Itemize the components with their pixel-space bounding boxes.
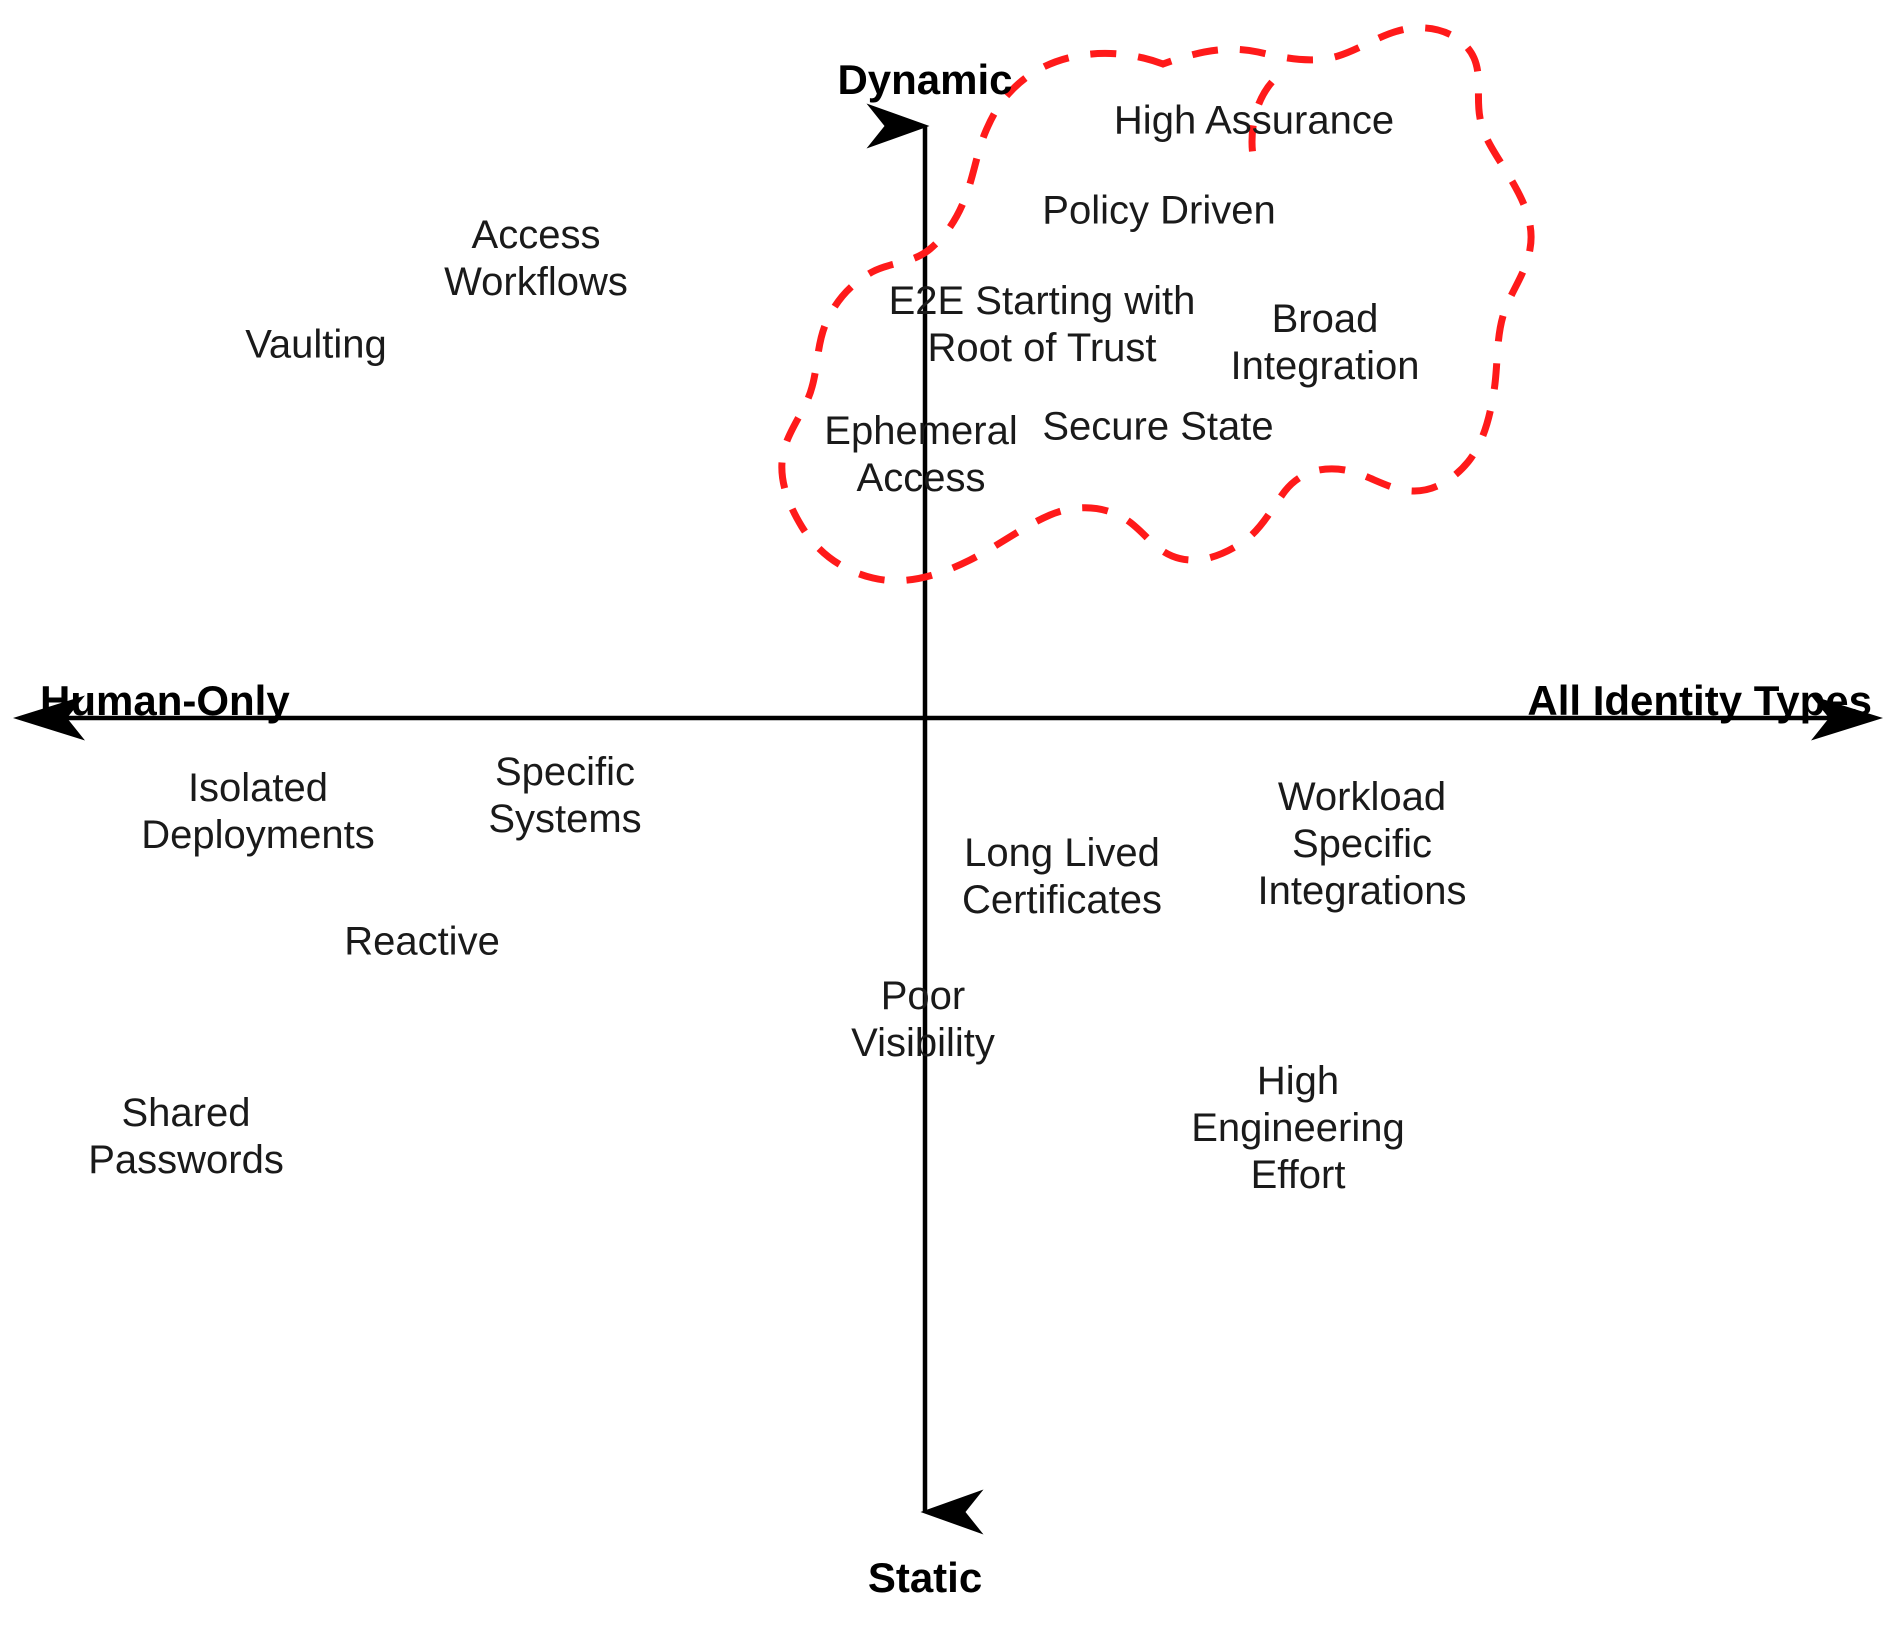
item-specific-systems: Specific Systems [488, 749, 642, 841]
item-vaulting: Vaulting [245, 322, 387, 367]
item-ephemeral-access: Ephemeral Access [824, 408, 1018, 500]
highlight-region-outline [778, 24, 1535, 585]
item-secure-state: Secure State [1042, 404, 1274, 449]
item-long-lived-certificates: Long Lived Certificates [961, 830, 1163, 922]
axis-label-right: All Identity Types [1527, 677, 1872, 724]
axis-label-top: Dynamic [837, 56, 1013, 103]
highlight-region-notch [1248, 79, 1275, 167]
item-poor-visibility: Poor Visibility [851, 973, 995, 1065]
axis-label-left: Human-Only [40, 677, 290, 724]
item-high-engineering-effort: High Engineering Effort [1191, 1059, 1405, 1198]
axis-label-bottom: Static [867, 1554, 983, 1601]
item-high-assurance: High Assurance [1113, 98, 1395, 143]
item-isolated-deployments: Isolated Deployments [141, 765, 375, 857]
item-reactive: Reactive [344, 919, 500, 964]
item-policy-driven: Policy Driven [1042, 188, 1276, 233]
item-broad-integration: Broad Integration [1230, 296, 1420, 388]
item-e2e-starting-with-root-of-trust: E2E Starting with Root of Trust [888, 278, 1196, 370]
item-workload-specific-integrations: Workload Specific Integrations [1257, 775, 1467, 914]
item-access-workflows: Access Workflows [444, 212, 628, 304]
item-shared-passwords: Shared Passwords [88, 1090, 284, 1182]
